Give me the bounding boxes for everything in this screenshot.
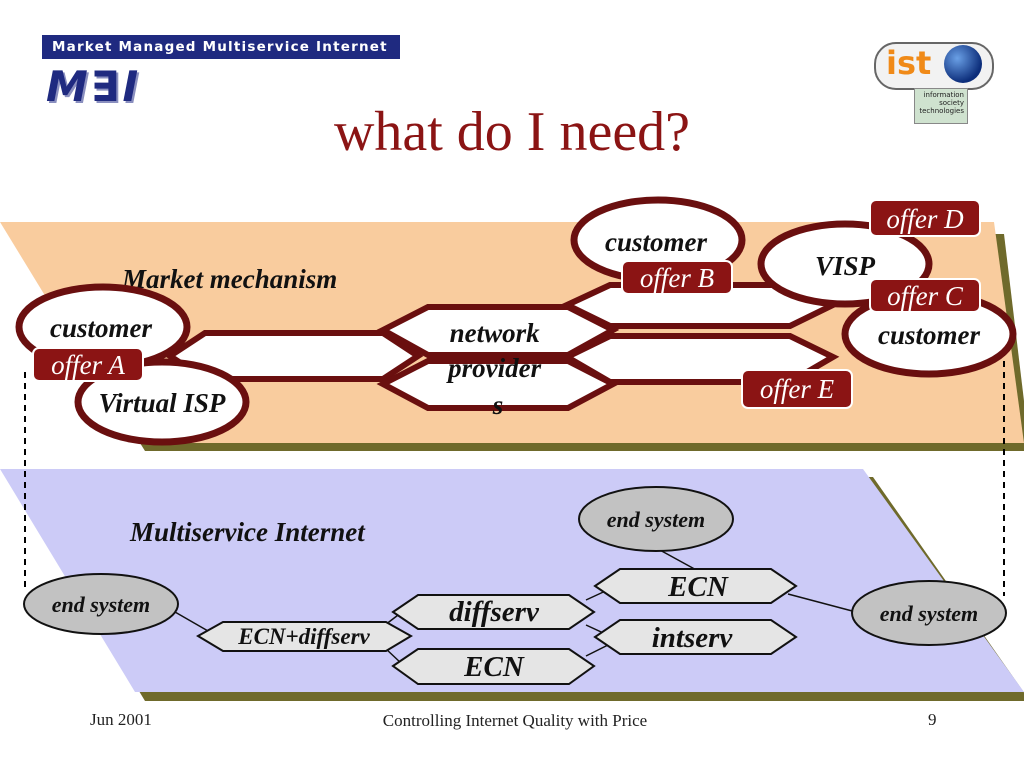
end-system-left-label: end system — [52, 592, 150, 617]
offer-c-label: offer C — [887, 281, 964, 311]
network-providers-lower — [376, 358, 620, 411]
ist-logo: ist information society technologies — [872, 38, 994, 124]
end-system-left-node — [23, 573, 179, 635]
ecn-bottom-label: ECN — [463, 651, 525, 683]
diffserv-router — [391, 594, 596, 630]
end-system-top-label: end system — [607, 507, 705, 532]
footer-caption: Controlling Internet Quality with Price — [382, 711, 648, 730]
ecn-top-label: ECN — [667, 571, 729, 603]
offer-a-badge: offer A — [32, 347, 144, 382]
ecn-diffserv-router — [196, 621, 413, 652]
offer-b-label: offer B — [640, 263, 714, 293]
ist-logo-text: ist — [886, 44, 932, 82]
footer-page-number: 9 — [928, 710, 937, 729]
end-system-right-label: end system — [880, 601, 978, 626]
virtual-isp-label: Virtual ISP — [99, 388, 226, 418]
end-system-right-node — [851, 580, 1007, 646]
ist-logo-caption: information society technologies — [914, 88, 968, 124]
visp-label: VISP — [815, 251, 876, 281]
offer-d-badge: offer D — [869, 199, 981, 237]
brand-banner: Market Managed Multiservice Internet — [42, 35, 400, 59]
intserv-label: intserv — [652, 622, 734, 654]
customer-top-label: customer — [605, 227, 707, 257]
ecn-bottom-router — [391, 648, 596, 685]
globe-icon — [944, 45, 982, 83]
offer-e-badge: offer E — [741, 369, 853, 409]
intserv-router — [593, 619, 798, 655]
offer-b-badge: offer B — [621, 260, 733, 295]
end-system-top-node — [578, 486, 734, 552]
offer-a-label: offer A — [51, 350, 125, 380]
customer-right-label: customer — [878, 320, 980, 350]
diffserv-label: diffserv — [449, 596, 540, 628]
offer-c-badge: offer C — [869, 278, 981, 313]
network-layer-label: Multiservice Internet — [129, 517, 366, 547]
market-layer-label: Market mechanism — [121, 264, 337, 294]
network-providers-upper — [376, 304, 620, 358]
footer-date: Jun 2001 — [90, 710, 152, 729]
ecn-top-router — [593, 568, 798, 604]
slide-title: what do I need? — [333, 101, 691, 163]
brand-logo: M∃I — [46, 62, 142, 111]
network-providers-label: network provider s — [446, 318, 548, 420]
customer-left-label: customer — [50, 313, 152, 343]
offer-e-label: offer E — [760, 374, 835, 404]
ecn-diffserv-label: ECN+diffserv — [237, 624, 370, 649]
offer-d-label: offer D — [886, 204, 964, 234]
